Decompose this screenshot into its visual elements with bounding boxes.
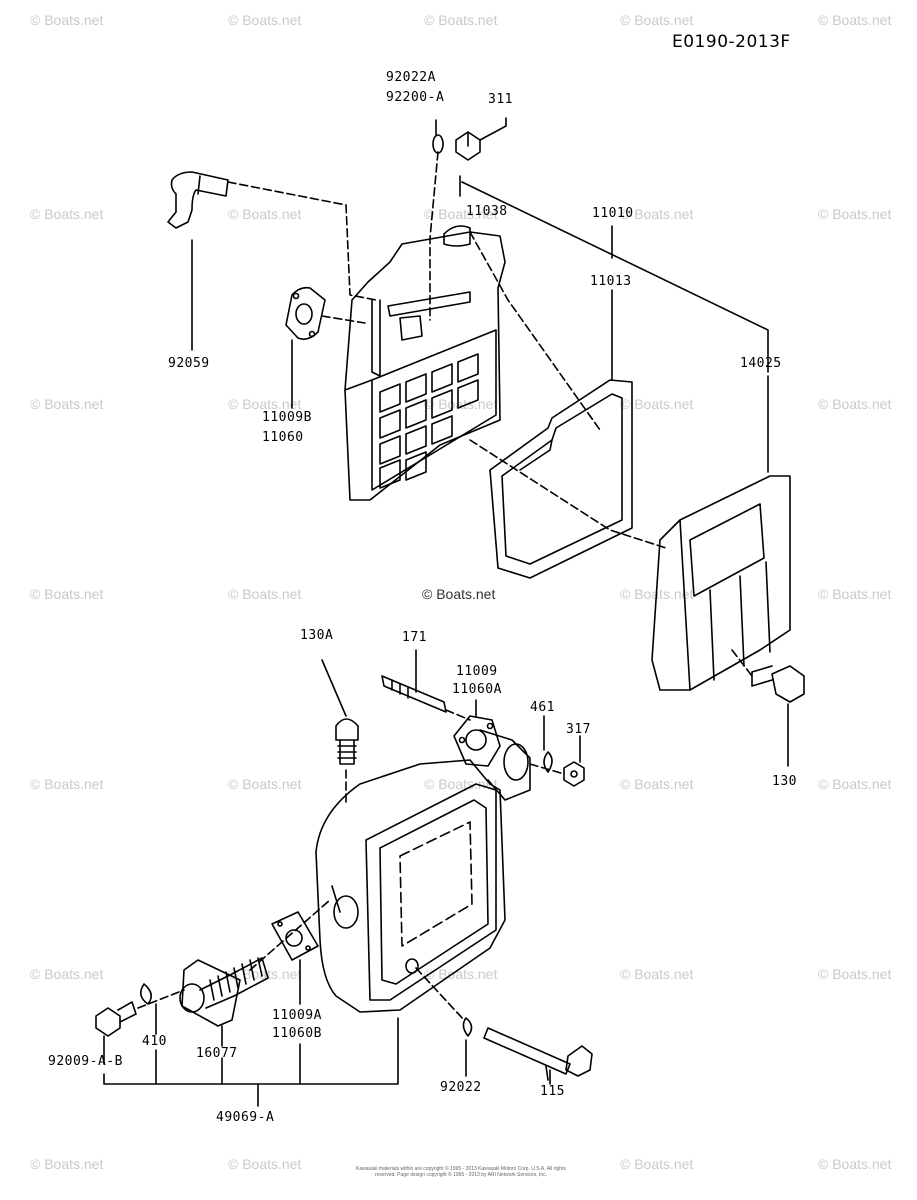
gasket-11009a <box>271 911 319 1005</box>
air-cleaner-case <box>344 225 601 501</box>
part-label-115: 115 <box>540 1084 565 1099</box>
watermark: © Boats.net <box>818 396 892 412</box>
washer-410 <box>140 983 157 1035</box>
watermark: © Boats.net <box>30 966 104 982</box>
watermark: © Boats.net <box>30 206 104 222</box>
watermark: © Boats.net <box>424 12 498 28</box>
watermark: © Boats.net <box>818 12 892 28</box>
watermark: © Boats.net <box>818 586 892 602</box>
watermark: © Boats.net <box>424 396 498 412</box>
center-watermark: © Boats.net <box>422 586 496 602</box>
part-label-410: 410 <box>142 1034 167 1049</box>
gasket-11009b <box>285 286 366 409</box>
stud-171 <box>381 649 471 721</box>
watermark: © Boats.net <box>228 776 302 792</box>
watermark: © Boats.net <box>620 206 694 222</box>
watermark: © Boats.net <box>228 966 302 982</box>
copyright-notice: Kawasaki materials within are copyright … <box>356 1166 566 1178</box>
part-label-11013: 11013 <box>590 274 632 289</box>
breather-hose <box>167 171 377 351</box>
part-label-92200a: 92200-A <box>386 90 445 105</box>
air-cleaner-cover <box>459 175 791 691</box>
watermark: © Boats.net <box>424 966 498 982</box>
part-label-92009ab: 92009-A-B <box>48 1054 123 1069</box>
part-label-11009b: 11009B <box>262 410 312 425</box>
part-label-16077: 16077 <box>196 1046 238 1061</box>
bolt-115 <box>483 1027 593 1085</box>
part-label-130a: 130A <box>300 628 334 643</box>
washer-461 <box>543 715 553 773</box>
callout-bracket <box>103 1017 399 1107</box>
watermark: © Boats.net <box>620 12 694 28</box>
watermark: © Boats.net <box>818 776 892 792</box>
watermark: © Boats.net <box>228 1156 302 1172</box>
part-label-311: 311 <box>488 92 513 107</box>
nut-317 <box>529 735 585 787</box>
watermark: © Boats.net <box>228 12 302 28</box>
air-filter-element <box>469 225 667 579</box>
watermark: © Boats.net <box>424 776 498 792</box>
watermark: © Boats.net <box>620 396 694 412</box>
watermark: © Boats.net <box>620 776 694 792</box>
watermark: © Boats.net <box>30 586 104 602</box>
part-label-11010: 11010 <box>592 206 634 221</box>
watermark: © Boats.net <box>228 206 302 222</box>
part-label-14025: 14025 <box>740 356 782 371</box>
exhaust-gasket <box>453 699 531 801</box>
part-label-11060b: 11060B <box>272 1026 322 1041</box>
part-label-317: 317 <box>566 722 591 737</box>
watermark: © Boats.net <box>424 206 498 222</box>
watermark: © Boats.net <box>228 586 302 602</box>
watermark: © Boats.net <box>30 396 104 412</box>
bolt-92009ab <box>95 989 185 1065</box>
washer-92022a <box>429 119 444 321</box>
watermark: © Boats.net <box>620 1156 694 1172</box>
part-label-11060: 11060 <box>262 430 304 445</box>
watermark: © Boats.net <box>228 396 302 412</box>
part-label-92059: 92059 <box>168 356 210 371</box>
bolt-130 <box>731 649 805 767</box>
diagram-code: E0190-2013F <box>672 32 791 52</box>
watermark: © Boats.net <box>818 966 892 982</box>
watermark: © Boats.net <box>818 206 892 222</box>
nut-311 <box>455 117 507 161</box>
part-label-130: 130 <box>772 774 797 789</box>
watermark: © Boats.net <box>30 1156 104 1172</box>
watermark: © Boats.net <box>30 776 104 792</box>
bolt-130a <box>321 659 359 807</box>
part-label-92022: 92022 <box>440 1080 482 1095</box>
muffler-body <box>315 759 506 1013</box>
part-label-11060a: 11060A <box>452 682 502 697</box>
part-label-92022a: 92022A <box>386 70 436 85</box>
watermark: © Boats.net <box>30 12 104 28</box>
washer-92022 <box>415 967 473 1077</box>
part-label-461: 461 <box>530 700 555 715</box>
muffler-inlet-pipe <box>179 899 331 1047</box>
watermark: © Boats.net <box>620 966 694 982</box>
part-label-171: 171 <box>402 630 427 645</box>
part-label-11009a: 11009A <box>272 1008 322 1023</box>
watermark: © Boats.net <box>818 1156 892 1172</box>
part-label-11038: 11038 <box>466 204 508 219</box>
part-label-49069a: 49069-A <box>216 1110 275 1125</box>
part-label-11009: 11009 <box>456 664 498 679</box>
